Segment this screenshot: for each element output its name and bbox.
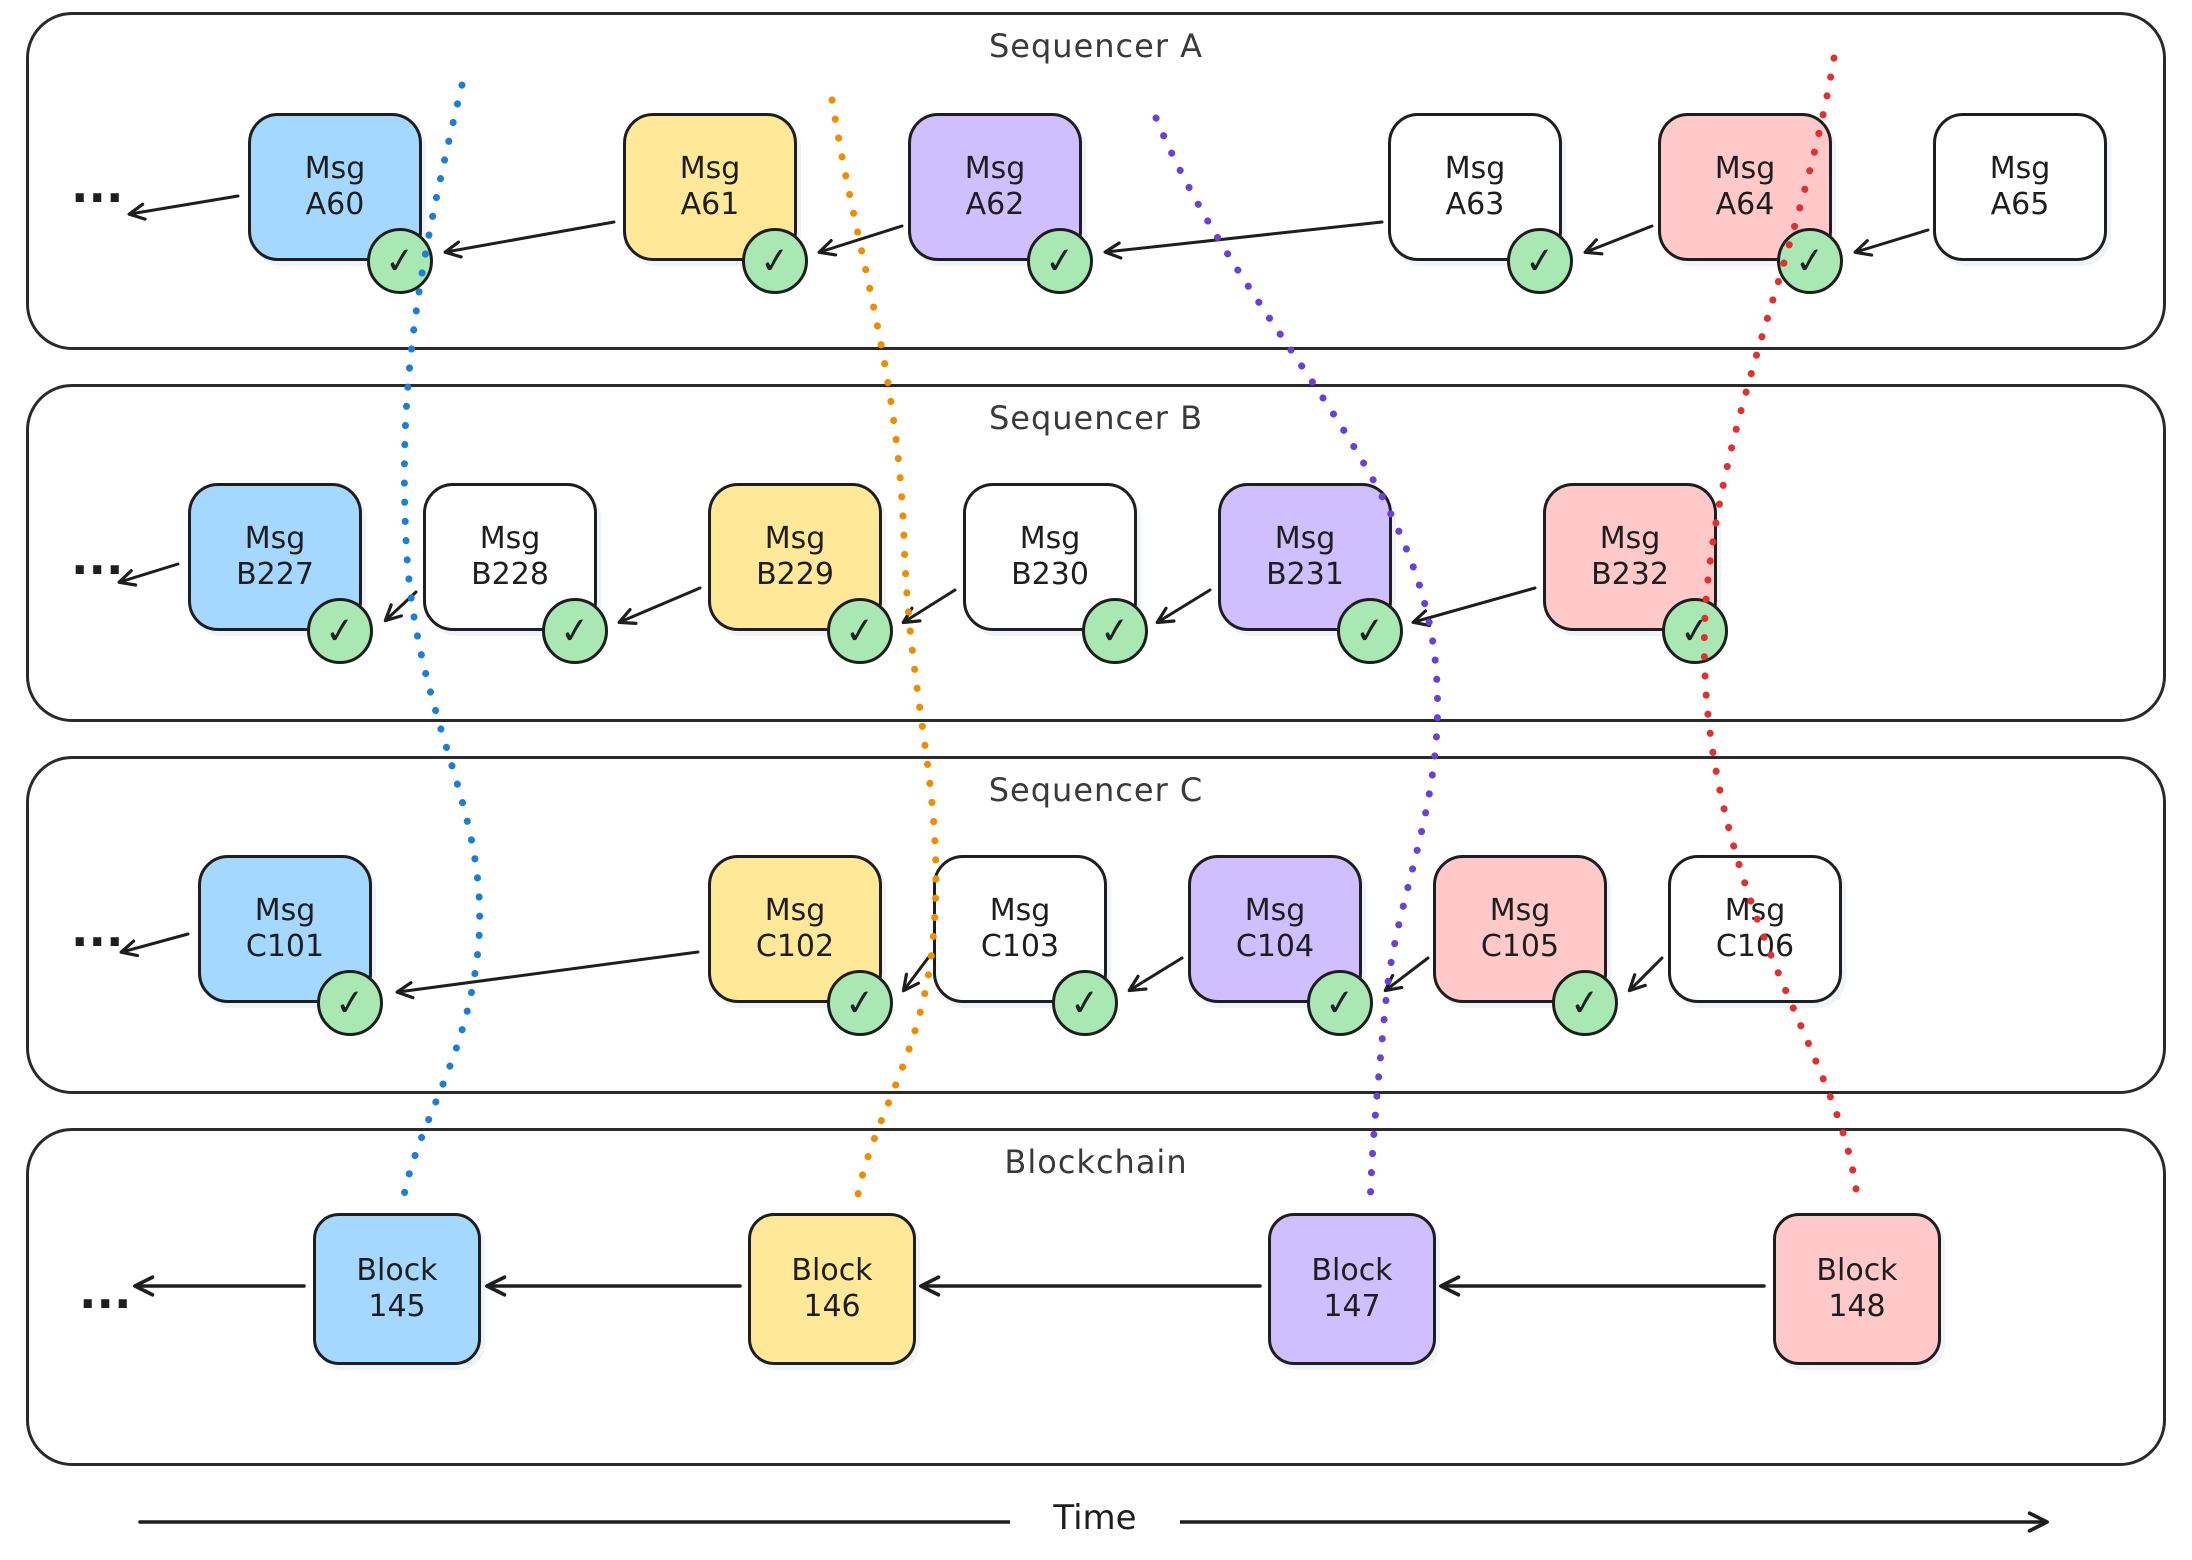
lane-c-title: Sequencer C	[988, 771, 1204, 809]
check-icon: ✓	[1082, 598, 1148, 664]
check-icon: ✓	[1777, 228, 1843, 294]
check-icon: ✓	[1052, 970, 1118, 1036]
lane-a-title: Sequencer A	[988, 27, 1204, 65]
check-icon: ✓	[307, 598, 373, 664]
check-icon: ✓	[317, 970, 383, 1036]
lane-b-ellipsis: ...	[71, 531, 124, 585]
check-icon: ✓	[1337, 598, 1403, 664]
lane-c-ellipsis: ...	[71, 903, 124, 957]
check-icon: ✓	[742, 228, 808, 294]
check-icon: ✓	[1552, 970, 1618, 1036]
check-icon: ✓	[1662, 598, 1728, 664]
check-icon: ✓	[542, 598, 608, 664]
time-axis-label: Time	[1010, 1498, 1180, 1538]
check-icon: ✓	[827, 970, 893, 1036]
check-icon: ✓	[1307, 970, 1373, 1036]
lane-a-ellipsis: ...	[71, 159, 124, 213]
check-icon: ✓	[1027, 228, 1093, 294]
check-icon: ✓	[827, 598, 893, 664]
check-icon: ✓	[367, 228, 433, 294]
check-icon: ✓	[1507, 228, 1573, 294]
blockchain-ellipsis: ...	[79, 1265, 132, 1319]
blockchain-title: Blockchain	[1004, 1143, 1188, 1181]
lane-b-title: Sequencer B	[988, 399, 1204, 437]
